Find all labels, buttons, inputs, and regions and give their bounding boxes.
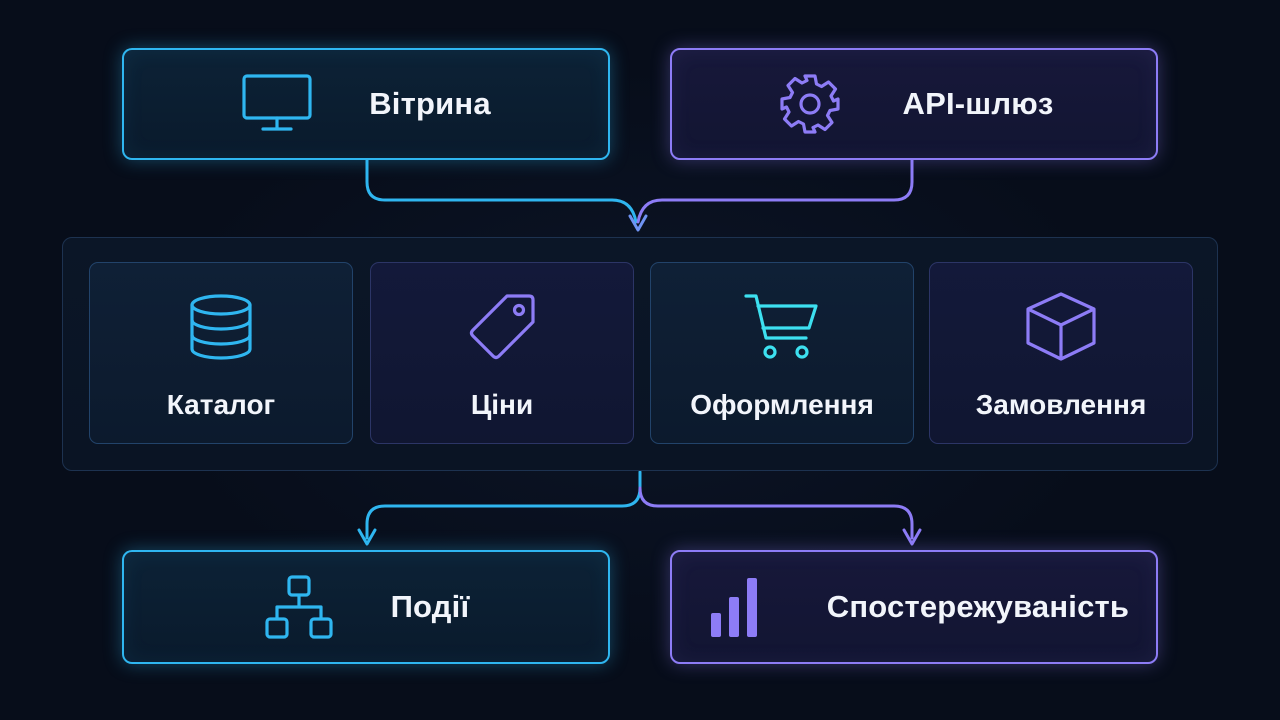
service-checkout[interactable]: Оформлення — [650, 262, 914, 444]
connector-services-to-observability — [638, 486, 914, 540]
connector-services-to-events — [365, 470, 642, 540]
arrowhead-into-services — [628, 214, 648, 232]
service-label: Ціни — [470, 389, 534, 420]
observability-label: Спостережуваність — [826, 589, 1130, 624]
database-icon — [181, 287, 261, 367]
service-pricing[interactable]: Ціни — [370, 262, 634, 444]
connector-storefront-to-services — [365, 158, 638, 224]
service-catalog[interactable]: Каталог — [89, 262, 353, 444]
events-node[interactable]: Події — [122, 550, 610, 664]
service-label: Каталог — [166, 389, 276, 420]
service-orders[interactable]: Замовлення — [929, 262, 1193, 444]
bar-chart-icon — [699, 571, 771, 643]
api-gateway-node[interactable]: API-шлюз — [670, 48, 1158, 160]
service-label: Оформлення — [690, 389, 874, 420]
gear-icon — [774, 68, 846, 140]
arrowhead-into-events — [357, 528, 377, 546]
api-gateway-label: API-шлюз — [902, 86, 1054, 121]
shopping-cart-icon — [742, 287, 822, 367]
monitor-icon — [241, 68, 313, 140]
observability-node[interactable]: Спостережуваність — [670, 550, 1158, 664]
price-tag-icon — [462, 287, 542, 367]
storefront-label: Вітрина — [369, 86, 491, 121]
connector-gateway-to-services — [636, 158, 914, 224]
hierarchy-icon — [263, 571, 335, 643]
storefront-node[interactable]: Вітрина — [122, 48, 610, 160]
events-label: Події — [390, 589, 470, 624]
service-label: Замовлення — [975, 389, 1147, 420]
package-box-icon — [1021, 287, 1101, 367]
arrowhead-into-observability — [902, 528, 922, 546]
